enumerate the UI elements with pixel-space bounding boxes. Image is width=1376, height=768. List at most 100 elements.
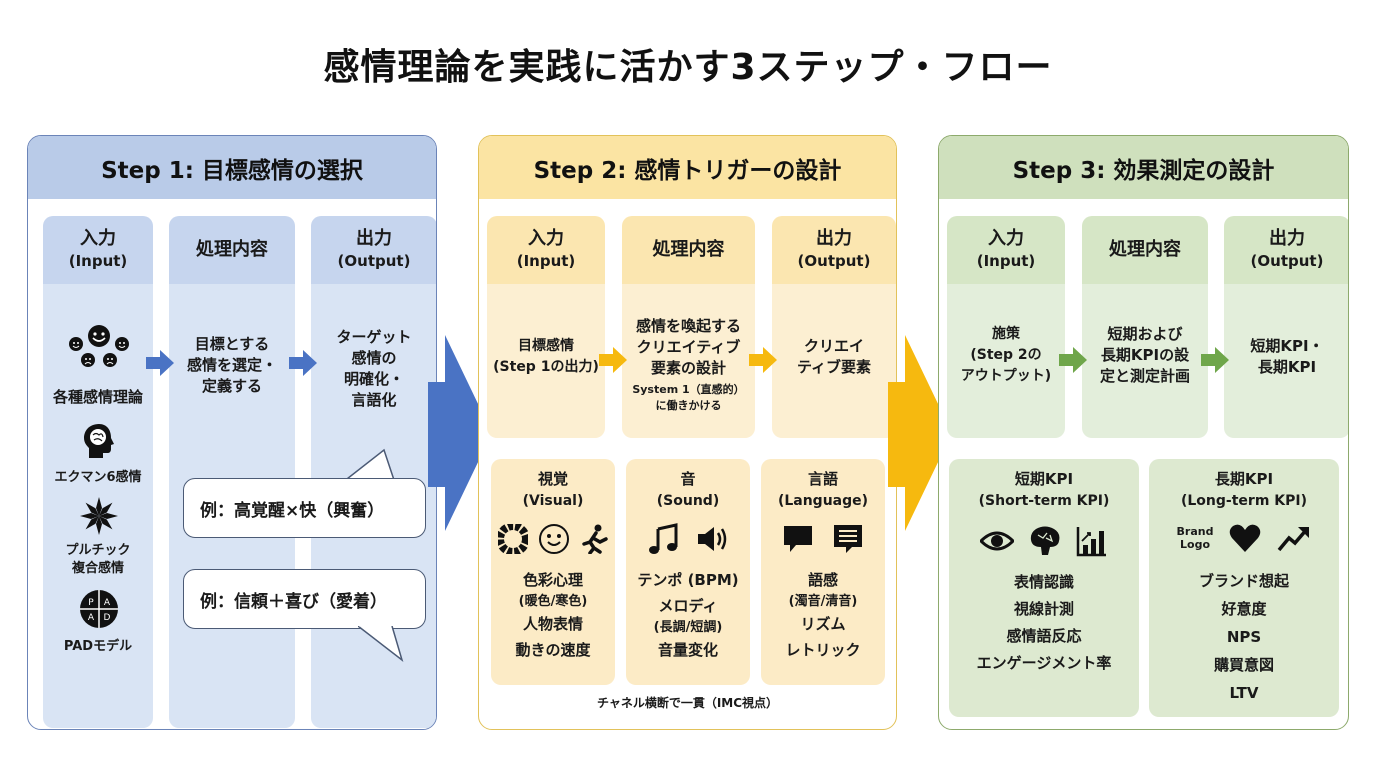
eye-icon	[980, 531, 1014, 551]
plutchik-wheel-icon	[80, 497, 118, 535]
kpi-item: LTV	[1229, 684, 1259, 702]
step1-output-head: 出力 (Output)	[311, 216, 436, 284]
step3-process-body: 短期および 長期KPIの設 定と測定計画	[1082, 284, 1208, 438]
channel-item: テンポ (BPM)	[637, 571, 739, 589]
channel-item: (暖色/寒色)	[518, 594, 588, 609]
step1-input-body: 各種感情理論 エクマン6感情 プルチック 複合感情	[43, 284, 153, 728]
visual-items: 色彩心理 (暖色/寒色) 人物表情 動きの速度	[491, 567, 615, 663]
step3-input-body: 施策 (Step 2の アウトプット)	[947, 284, 1065, 438]
channel-sub: (Sound)	[656, 493, 720, 509]
arrow-right-icon	[146, 350, 174, 376]
step3-header: Step 3: 効果測定の設計	[939, 136, 1348, 199]
kpi-item: 好意度	[1221, 600, 1267, 618]
pad-model-icon: P A A D	[80, 590, 118, 628]
step2-input-head: 入力 (Input)	[487, 216, 605, 284]
step1-panel: Step 1: 目標感情の選択 入力 (Input) 各種感情理論 エク	[27, 135, 437, 730]
step-transition-arrow-2	[888, 335, 952, 531]
arrow-right-icon	[749, 347, 777, 373]
long-term-icons: Brand Logo	[1149, 523, 1339, 553]
music-note-icon	[649, 523, 678, 554]
step2-output-head: 出力 (Output)	[772, 216, 896, 284]
example-bubble-2: 例：信頼＋喜び（愛着）	[183, 569, 426, 629]
channel-item: リズム	[800, 615, 846, 633]
brand-logo-icon: Brand Logo	[1176, 525, 1214, 551]
kpi-sub: (Long-term KPI)	[1180, 493, 1307, 509]
example-bubble-1: 例：高覚醒×快（興奮）	[183, 478, 426, 538]
step3-output-body: 短期KPI・ 長期KPI	[1224, 284, 1348, 438]
step3-output-text: 短期KPI・ 長期KPI	[1250, 337, 1324, 376]
input-head-sub: (Input)	[516, 252, 576, 270]
kpi-title: 短期KPI	[1014, 470, 1074, 488]
step3-input-column: 入力 (Input) 施策 (Step 2の アウトプット)	[947, 216, 1065, 438]
bubble-tail-bottom	[358, 626, 404, 662]
step2-process-text: 感情を喚起する クリエイティブ 要素の設計	[635, 317, 741, 377]
step2-process-head: 処理内容	[622, 216, 755, 284]
channel-item: 音量変化	[657, 641, 718, 659]
step2-panel: Step 2: 感情トリガーの設計 入力 (Input) 目標感情 (Step …	[478, 135, 897, 730]
step1-input-column: 入力 (Input) 各種感情理論 エクマン6感情	[43, 216, 153, 728]
kpi-item: 視線計測	[1013, 600, 1074, 618]
running-person-icon	[582, 524, 608, 554]
step2-output-text: クリエイ ティブ要素	[796, 337, 872, 376]
channel-item: メロディ	[658, 597, 718, 615]
output-head-label: 出力	[816, 228, 852, 249]
output-head-sub: (Output)	[1250, 252, 1324, 270]
input-head-label: 入力	[528, 228, 564, 249]
step2-input-body: 目標感情 (Step 1の出力)	[487, 284, 605, 438]
plutchik-label: プルチック 複合感情	[65, 543, 131, 576]
output-head-label: 出力	[356, 228, 392, 249]
emotion-faces-icon	[69, 325, 129, 367]
input-head-sub: (Input)	[976, 252, 1036, 270]
kpi-item: NPS	[1226, 628, 1262, 646]
short-term-icons	[949, 525, 1139, 557]
output-head-label: 出力	[1269, 228, 1305, 249]
step2-header: Step 2: 感情トリガーの設計	[479, 136, 896, 199]
input-head-label: 入力	[988, 228, 1024, 249]
step3-input-text: 施策 (Step 2の アウトプット)	[960, 326, 1052, 384]
step3-output-column: 出力 (Output) 短期KPI・ 長期KPI	[1224, 216, 1348, 438]
channel-title: 言語	[807, 470, 838, 488]
channel-item: レトリック	[785, 641, 861, 659]
process-head-label: 処理内容	[196, 239, 268, 260]
step3-input-head: 入力 (Input)	[947, 216, 1065, 284]
short-term-items: 表情認識 視線計測 感情語反応 エンゲージメント率	[949, 569, 1139, 677]
kpi-item: エンゲージメント率	[976, 654, 1112, 672]
heart-icon	[1230, 524, 1261, 552]
brain-icon	[1030, 526, 1060, 555]
channel-card-visual: 視覚 (Visual) 色彩心理 (暖色/寒色) 人物表情 動きの速度	[491, 459, 615, 685]
step2-input-column: 入力 (Input) 目標感情 (Step 1の出力)	[487, 216, 605, 438]
step-transition-arrow-1	[428, 335, 492, 531]
channel-card-language: 言語 (Language) 語感 (濁音/清音) リズム レトリック	[761, 459, 885, 685]
step1-process-head: 処理内容	[169, 216, 295, 284]
page-title: 感情理論を実践に活かす3ステップ・フロー	[323, 47, 1053, 88]
kpi-sub: (Short-term KPI)	[978, 493, 1110, 509]
channel-item: 動きの速度	[515, 641, 591, 659]
channel-sub: (Language)	[777, 493, 869, 509]
text-bubble-icon	[834, 525, 862, 553]
channel-item: (濁音/清音)	[788, 594, 858, 609]
kpi-item: 表情認識	[1013, 573, 1074, 591]
speech-bubble-icon	[784, 526, 812, 552]
process-head-label: 処理内容	[652, 239, 725, 260]
step3-panel: Step 3: 効果測定の設計 入力 (Input) 施策 (Step 2の ア…	[938, 135, 1349, 730]
arrow-right-icon	[289, 350, 317, 376]
step1-process-text: 目標とする 感情を選定・ 定義する	[186, 335, 277, 395]
brain-head-icon	[84, 424, 114, 458]
channel-sub: (Visual)	[522, 493, 584, 509]
bar-chart-icon	[1076, 527, 1106, 557]
long-term-items: ブランド想起 好意度 NPS 購買意図 LTV	[1149, 567, 1339, 707]
step1-header: Step 1: 目標感情の選択	[28, 136, 436, 199]
emotion-theories-label: 各種感情理論	[52, 388, 143, 406]
kpi-item: 購買意図	[1213, 656, 1274, 674]
bubble-tail-top	[338, 448, 397, 486]
step1-process-column: 処理内容 目標とする 感情を選定・ 定義する	[169, 216, 295, 728]
step2-input-text: 目標感情 (Step 1の出力)	[493, 338, 599, 375]
smiley-face-icon	[539, 524, 569, 554]
sound-icons	[626, 523, 750, 555]
arrow-right-icon	[599, 347, 627, 373]
kpi-card-long-term: 長期KPI (Long-term KPI) Brand Logo ブランド想起 …	[1149, 459, 1339, 717]
kpi-item: 感情語反応	[1006, 627, 1082, 645]
speaker-icon	[698, 527, 727, 551]
step3-process-head: 処理内容	[1082, 216, 1208, 284]
step2-process-column: 処理内容 感情を喚起する クリエイティブ 要素の設計 System 1（直感的）…	[622, 216, 755, 438]
